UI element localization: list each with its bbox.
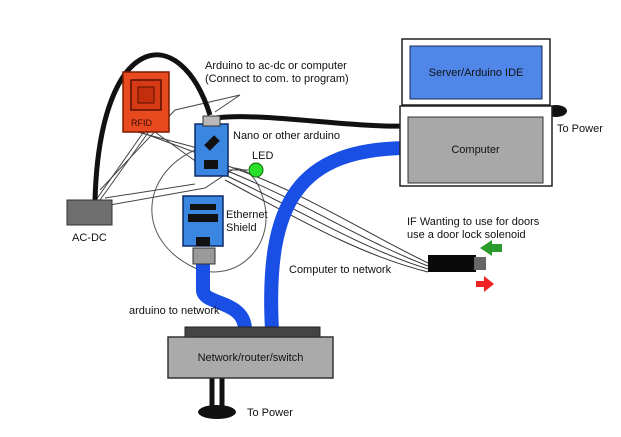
arduino-power-label-1: Arduino to ac-dc or computer (205, 60, 347, 72)
arduino-nano (194, 115, 229, 177)
arduino-power-label-2: (Connect to com. to program) (205, 73, 349, 85)
network-cable-arduino (196, 264, 252, 331)
network-cable-computer (264, 141, 406, 331)
arduino-to-network-label: arduino to network (129, 305, 220, 317)
computer-tower (399, 105, 553, 187)
green-arrow-icon (480, 240, 502, 256)
door-label-1: IF Wanting to use for doors (407, 216, 540, 228)
led-label: LED (252, 150, 274, 162)
computer-to-network-label: Computer to network (289, 264, 392, 276)
to-power-right-label: To Power (557, 123, 603, 135)
ac-dc-label: AC-DC (72, 232, 107, 244)
power-cable-arduino (92, 52, 213, 201)
ethernet-label-2: Shield (226, 222, 257, 234)
ac-dc-box (66, 199, 113, 226)
server-ide-label: Server/Arduino IDE (428, 66, 524, 79)
rfid-reader (122, 71, 170, 133)
ethernet-label-1: Ethernet (226, 209, 268, 221)
server-monitor (401, 38, 551, 106)
power-plug-bottom (198, 405, 236, 419)
ethernet-shield (182, 195, 224, 265)
nano-label: Nano or other arduino (233, 130, 341, 142)
power-cable-computer (215, 114, 409, 129)
to-power-bottom-label: To Power (247, 407, 293, 419)
router-label: Network/router/switch (197, 351, 304, 364)
network-router (167, 326, 334, 379)
rfid-label: RFID (131, 118, 152, 128)
led (248, 162, 264, 178)
door-label-2: use a door lock solenoid (407, 229, 526, 241)
power-cable-bottom (209, 378, 225, 408)
door-solenoid (428, 240, 502, 292)
loop-wire (151, 149, 267, 273)
computer-label: Computer (451, 144, 500, 156)
rfid-signal-wires (95, 129, 211, 201)
red-arrow-icon (476, 276, 494, 292)
